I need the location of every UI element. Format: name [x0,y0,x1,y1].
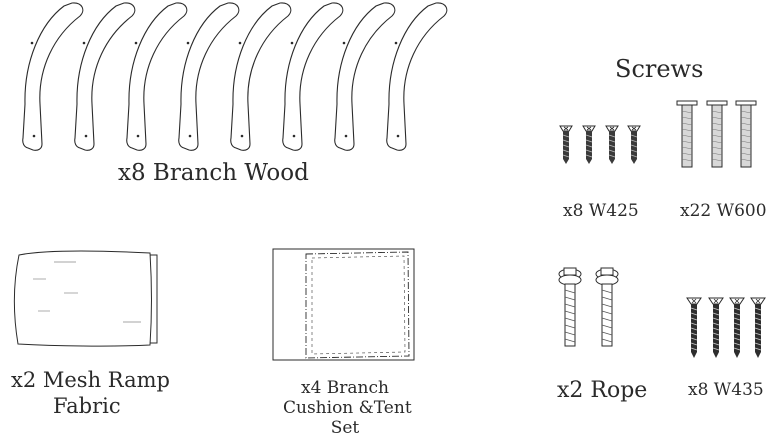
branch-wood-piece [22,2,84,151]
branch-wood-piece [230,2,292,151]
rope-bolt-group [558,267,619,347]
screws-heading: Screws [615,55,704,83]
w425-label: x8 W425 [563,201,639,221]
w425-screw [559,125,573,165]
w600-bolt-group [676,100,757,168]
branch-wood-group [22,2,448,151]
cushion-label-line1: x4 Branch [301,378,389,398]
branch-wood-label: x8 Branch Wood [118,160,309,186]
w425-screw [605,125,619,165]
branch-wood-piece [334,2,396,151]
w425-screw-group [559,125,641,165]
cushion-label-line2: Cushion &Tent [283,398,412,418]
mesh-ramp-label-line1: x2 Mesh Ramp [11,368,170,392]
rope-bolt [558,267,582,347]
mesh-ramp-label-line2: Fabric [53,394,121,418]
w600-label: x22 W600 [680,201,767,221]
w600-bolt [676,100,698,168]
cushion-label-line3: Set [330,418,360,438]
w435-screw [686,297,702,359]
w435-screw [729,297,745,359]
mesh-ramp-fabric-drawing [13,250,158,347]
branch-wood-piece [282,2,344,151]
w435-screw [750,297,766,359]
w425-screw [627,125,641,165]
w435-label: x8 W435 [688,380,764,400]
rope-label: x2 Rope [557,378,648,403]
w600-bolt [706,100,728,168]
rope-bolt [595,267,619,347]
branch-wood-piece [178,2,240,151]
cushion-label: x4 Branch Cushion &Tent Set [283,378,412,438]
w425-screw [582,125,596,165]
cushion-tent-drawing [272,248,415,361]
branch-wood-piece [386,2,448,151]
branch-wood-piece [126,2,188,151]
w600-bolt [735,100,757,168]
branch-wood-piece [74,2,136,151]
w435-screw [708,297,724,359]
w435-screw-group [686,297,766,359]
